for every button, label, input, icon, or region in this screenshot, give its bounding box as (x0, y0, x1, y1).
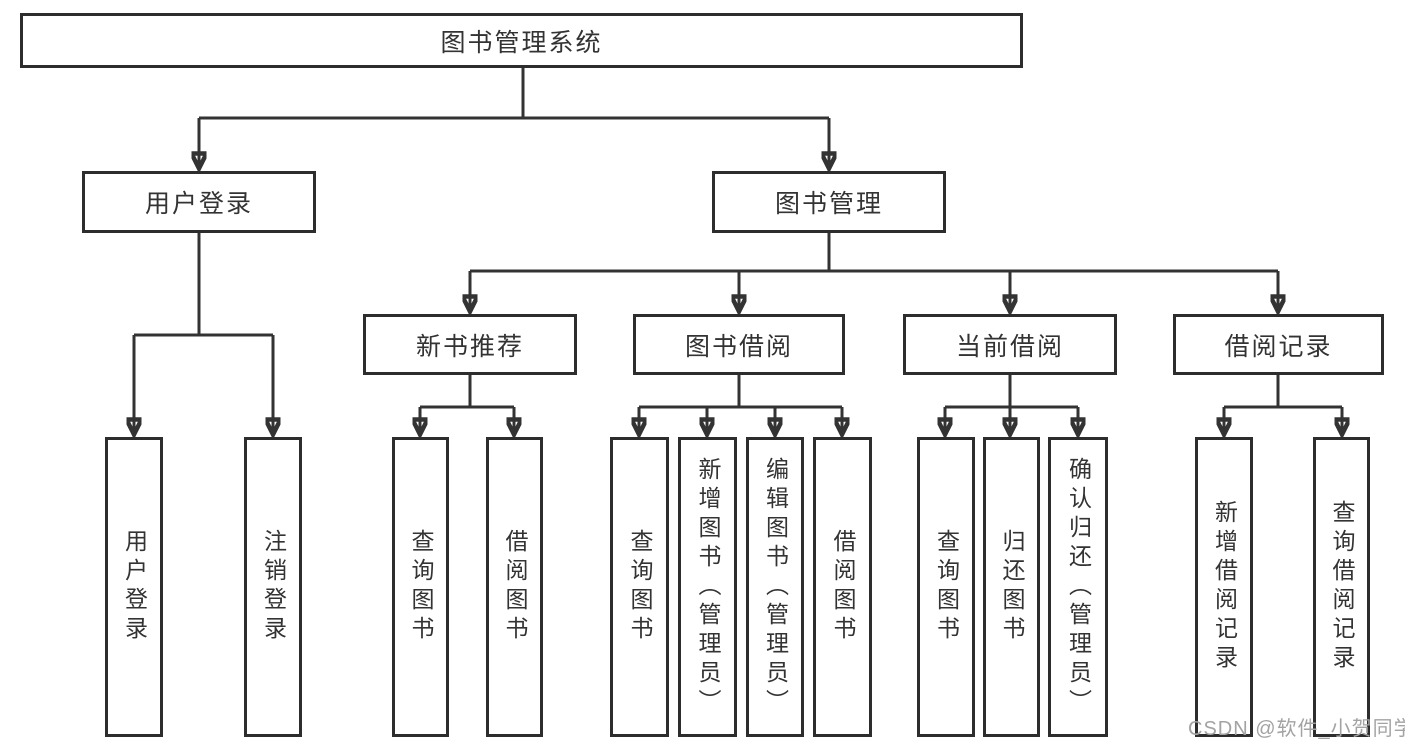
connector-current-borrow-children (945, 375, 1078, 433)
node-book-borrow: 图书借阅 (633, 314, 845, 375)
connector-user-login-children (134, 233, 273, 433)
node-leaf-logout: 注销登录 (244, 437, 302, 737)
node-leaf-br-add-record: 新增借阅记录 (1195, 437, 1253, 737)
node-leaf-nbr-query-books: 查询图书 (392, 437, 449, 737)
node-leaf-bb-add-books-admin: 新增图书（管理员） (678, 437, 737, 737)
node-current-borrow: 当前借阅 (903, 314, 1117, 375)
connector-book-borrow-children (639, 375, 842, 433)
connector-book-mgmt-children (470, 233, 1278, 310)
node-user-login: 用户登录 (82, 171, 316, 233)
csdn-watermark: CSDN @软件_小贺同学 (1188, 718, 1405, 740)
node-leaf-bb-edit-books-admin: 编辑图书（管理员） (746, 437, 804, 737)
node-leaf-bb-query-books: 查询图书 (610, 437, 669, 737)
node-leaf-cb-return-books: 归还图书 (983, 437, 1040, 737)
connector-borrow-record-children (1224, 375, 1342, 433)
node-leaf-br-query-record: 查询借阅记录 (1313, 437, 1370, 737)
connector-new-book-rec-children (420, 375, 514, 433)
node-leaf-user-login: 用户登录 (105, 437, 163, 737)
node-book-mgmt: 图书管理 (712, 171, 946, 233)
node-leaf-cb-confirm-return-admin: 确认归还（管理员） (1048, 437, 1108, 737)
node-root: 图书管理系统 (20, 13, 1023, 68)
node-borrow-record: 借阅记录 (1173, 314, 1384, 375)
node-new-book-rec: 新书推荐 (363, 314, 577, 375)
node-leaf-bb-borrow-books: 借阅图书 (813, 437, 872, 737)
node-leaf-cb-query-books: 查询图书 (917, 437, 975, 737)
node-leaf-nbr-borrow-books: 借阅图书 (486, 437, 543, 737)
connector-root-to-level2 (199, 68, 829, 167)
